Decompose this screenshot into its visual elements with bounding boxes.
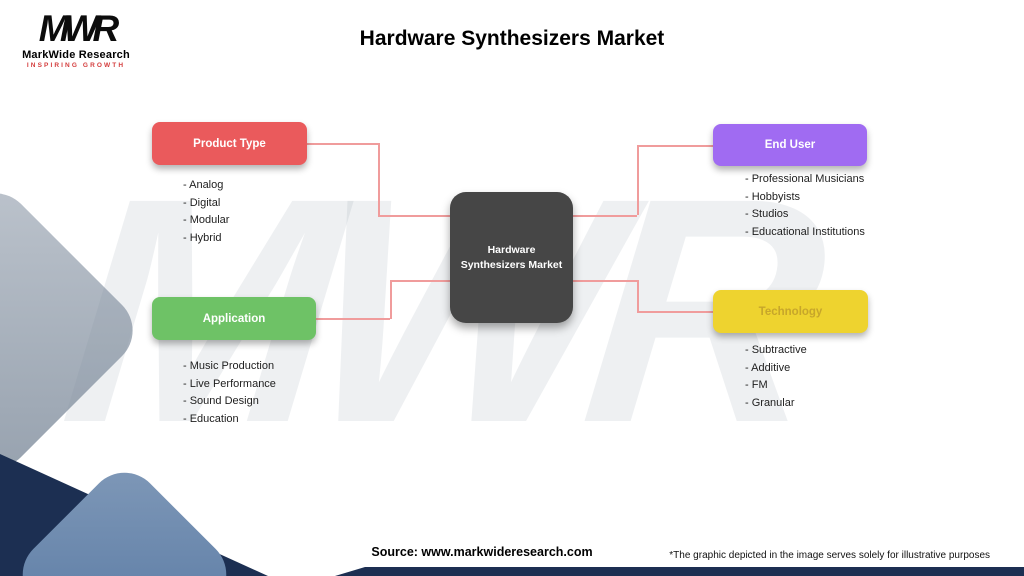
decorative-gray-diamond	[0, 178, 148, 483]
list-item: - Studios	[745, 208, 789, 220]
logo-name: MarkWide Research	[22, 48, 130, 61]
connector-technology-h2	[573, 280, 637, 282]
center-node-label-line2: Synthesizers Market	[460, 258, 563, 271]
list-item: - Granular	[745, 396, 795, 409]
connector-application-h2	[390, 280, 450, 282]
category-list-product-type: - Analog - Digital - Modular - Hybrid	[183, 177, 229, 247]
list-item: - Analog	[183, 179, 224, 191]
center-node-label-line1: Hardware	[487, 244, 536, 257]
category-box-product-type: Product Type	[152, 122, 307, 165]
decorative-bottom-strip	[335, 567, 1024, 576]
category-box-end-user: End User	[713, 124, 867, 166]
list-item: - Professional Musicians	[745, 173, 865, 185]
category-list-technology: - Subtractive - Additive - FM - Granular	[745, 342, 807, 412]
category-box-application: Application	[152, 297, 316, 340]
list-item: - Sound Design	[183, 395, 259, 407]
list-item: - Hybrid	[183, 231, 222, 244]
diagram-title: Hardware Synthesizers Market	[359, 27, 665, 50]
source-text: Source: www.markwideresearch.com	[371, 545, 593, 559]
markwide-logo: MWR MarkWide Research INSPIRING GROWTH	[20, 8, 132, 69]
category-list-application: - Music Production - Live Performance - …	[183, 358, 276, 428]
list-item: - Subtractive	[745, 344, 807, 356]
list-item: - Hobbyists	[745, 190, 801, 203]
connector-end-user-h2	[573, 215, 637, 217]
disclaimer-text: *The graphic depicted in the image serve…	[669, 550, 990, 561]
list-item: - Educational Institutions	[745, 225, 865, 238]
connector-end-user-h1	[637, 145, 713, 147]
center-node-hardware-synthesizers-market: Hardware Synthesizers Market	[450, 192, 573, 323]
logo-monogram: MWR	[38, 8, 119, 49]
connector-product-type-h1	[307, 143, 378, 145]
connector-application-v	[390, 280, 392, 319]
list-item: - Live Performance	[183, 377, 276, 390]
list-item: - Modular	[183, 214, 230, 226]
list-item: - Education	[183, 412, 239, 425]
connector-end-user-v	[637, 145, 639, 215]
logo-tagline: INSPIRING GROWTH	[26, 61, 126, 69]
connector-application-h1	[316, 318, 390, 320]
category-box-technology: Technology	[713, 290, 868, 333]
list-item: - Digital	[183, 196, 221, 209]
connector-product-type-h2	[378, 215, 450, 217]
connector-technology-v	[637, 280, 639, 312]
list-item: - Additive	[745, 361, 791, 374]
connector-technology-h1	[637, 311, 713, 313]
connector-product-type-v	[378, 143, 380, 215]
list-item: - FM	[745, 379, 768, 391]
category-list-end-user: - Professional Musicians - Hobbyists - S…	[745, 171, 865, 241]
list-item: - Music Production	[183, 360, 275, 372]
